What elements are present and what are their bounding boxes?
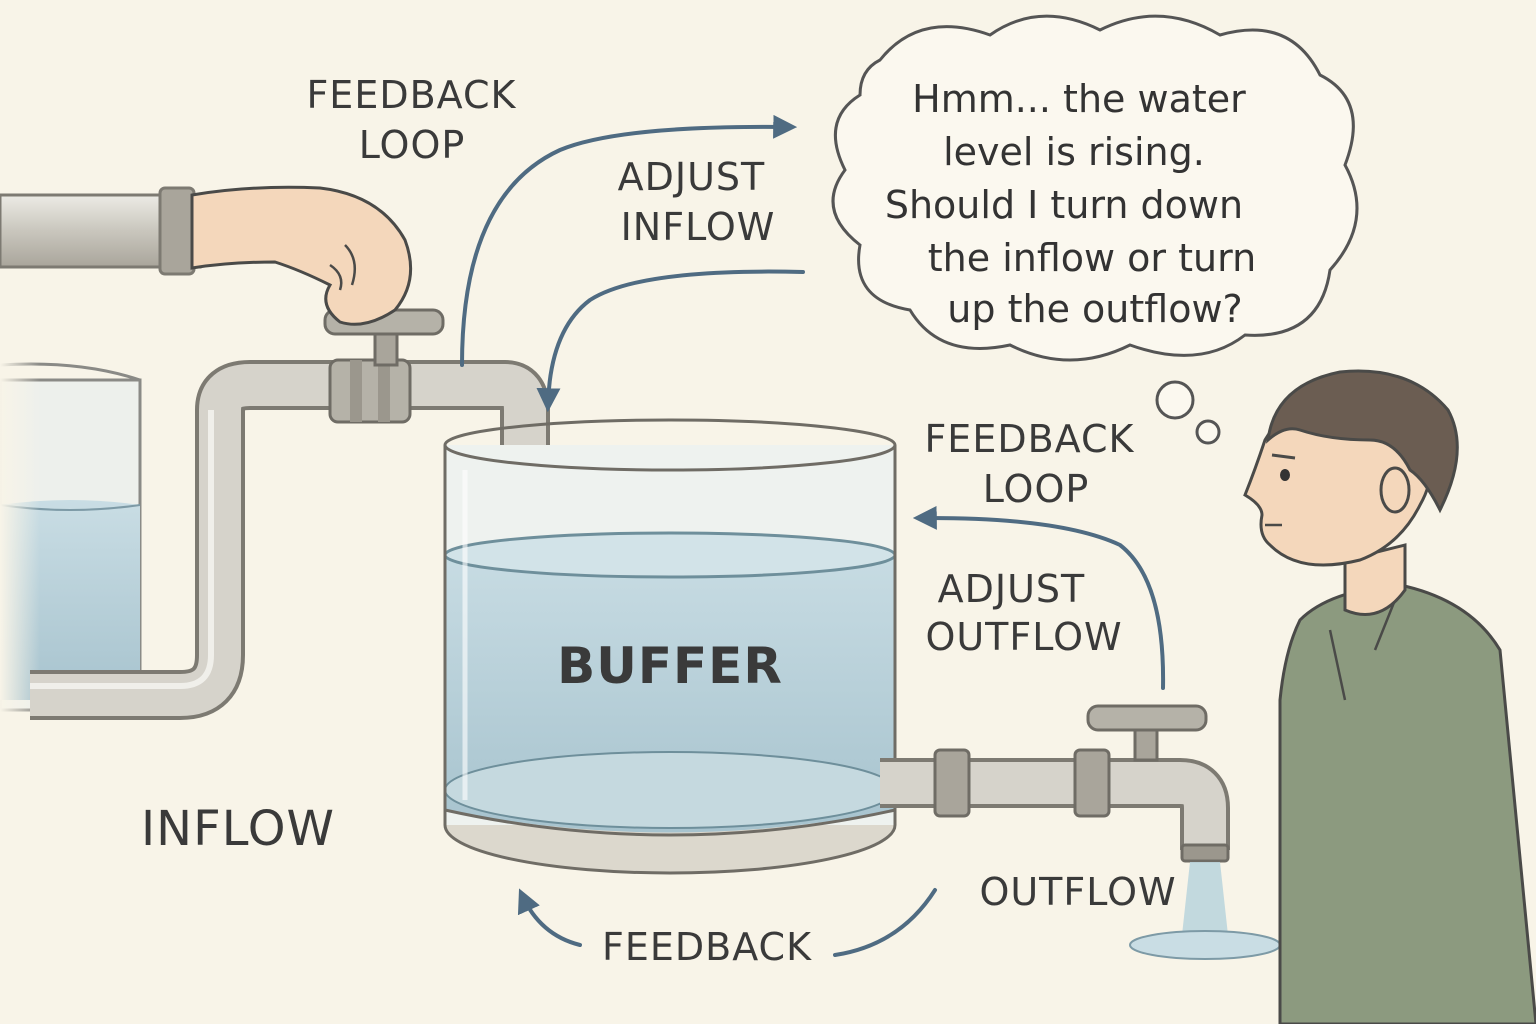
thought-line: level is rising. — [943, 130, 1205, 174]
arrow-adjust-inflow-out — [460, 114, 798, 367]
arrow-feedback — [833, 888, 937, 957]
label-line: INFLOW — [621, 205, 776, 249]
label-line: LOOP — [983, 467, 1090, 511]
label-line: ADJUST — [938, 567, 1086, 611]
label-line: LOOP — [359, 123, 466, 167]
label-line: OUTFLOW — [925, 615, 1122, 659]
feedback-loop-label: FEEDBACK LOOP — [306, 73, 529, 167]
arrow-adjust-inflow-in — [536, 269, 805, 413]
inflow-label: INFLOW — [141, 801, 335, 857]
thought-line: Hmm... the water — [912, 77, 1246, 121]
outflow-label: OUTFLOW — [979, 870, 1176, 914]
label-line: ADJUST — [618, 155, 766, 199]
adjust-inflow-label: ADJUST INFLOW — [618, 155, 779, 249]
label-line: FEEDBACK — [924, 417, 1134, 461]
faucet-icon[interactable] — [1086, 704, 1208, 762]
outflow-pipe — [880, 748, 1230, 863]
thought-line: Should I turn down — [885, 183, 1243, 227]
source-tank — [0, 340, 142, 760]
thought-text: Hmm... the water level is rising. Should… — [885, 77, 1268, 331]
arrow-feedback-head — [517, 888, 582, 947]
buffer-tank — [443, 418, 897, 875]
arrow-adjust-outflow — [912, 505, 1166, 690]
feedback-label: FEEDBACK — [602, 925, 812, 969]
label-line: FEEDBACK — [306, 73, 516, 117]
feedback-loop-right-label: FEEDBACK LOOP — [924, 417, 1147, 511]
thought-line: up the outflow? — [947, 287, 1242, 331]
thought-line: the inflow or turn — [928, 236, 1256, 280]
feedback-arrows — [460, 114, 1166, 957]
buffer-label: BUFFER — [557, 637, 783, 695]
person-icon — [1243, 369, 1536, 1024]
upper-pipe — [0, 186, 202, 276]
adjust-outflow-label: ADJUST OUTFLOW — [925, 567, 1122, 659]
hand-icon — [190, 185, 413, 326]
thought-bubble-icon — [831, 14, 1359, 445]
